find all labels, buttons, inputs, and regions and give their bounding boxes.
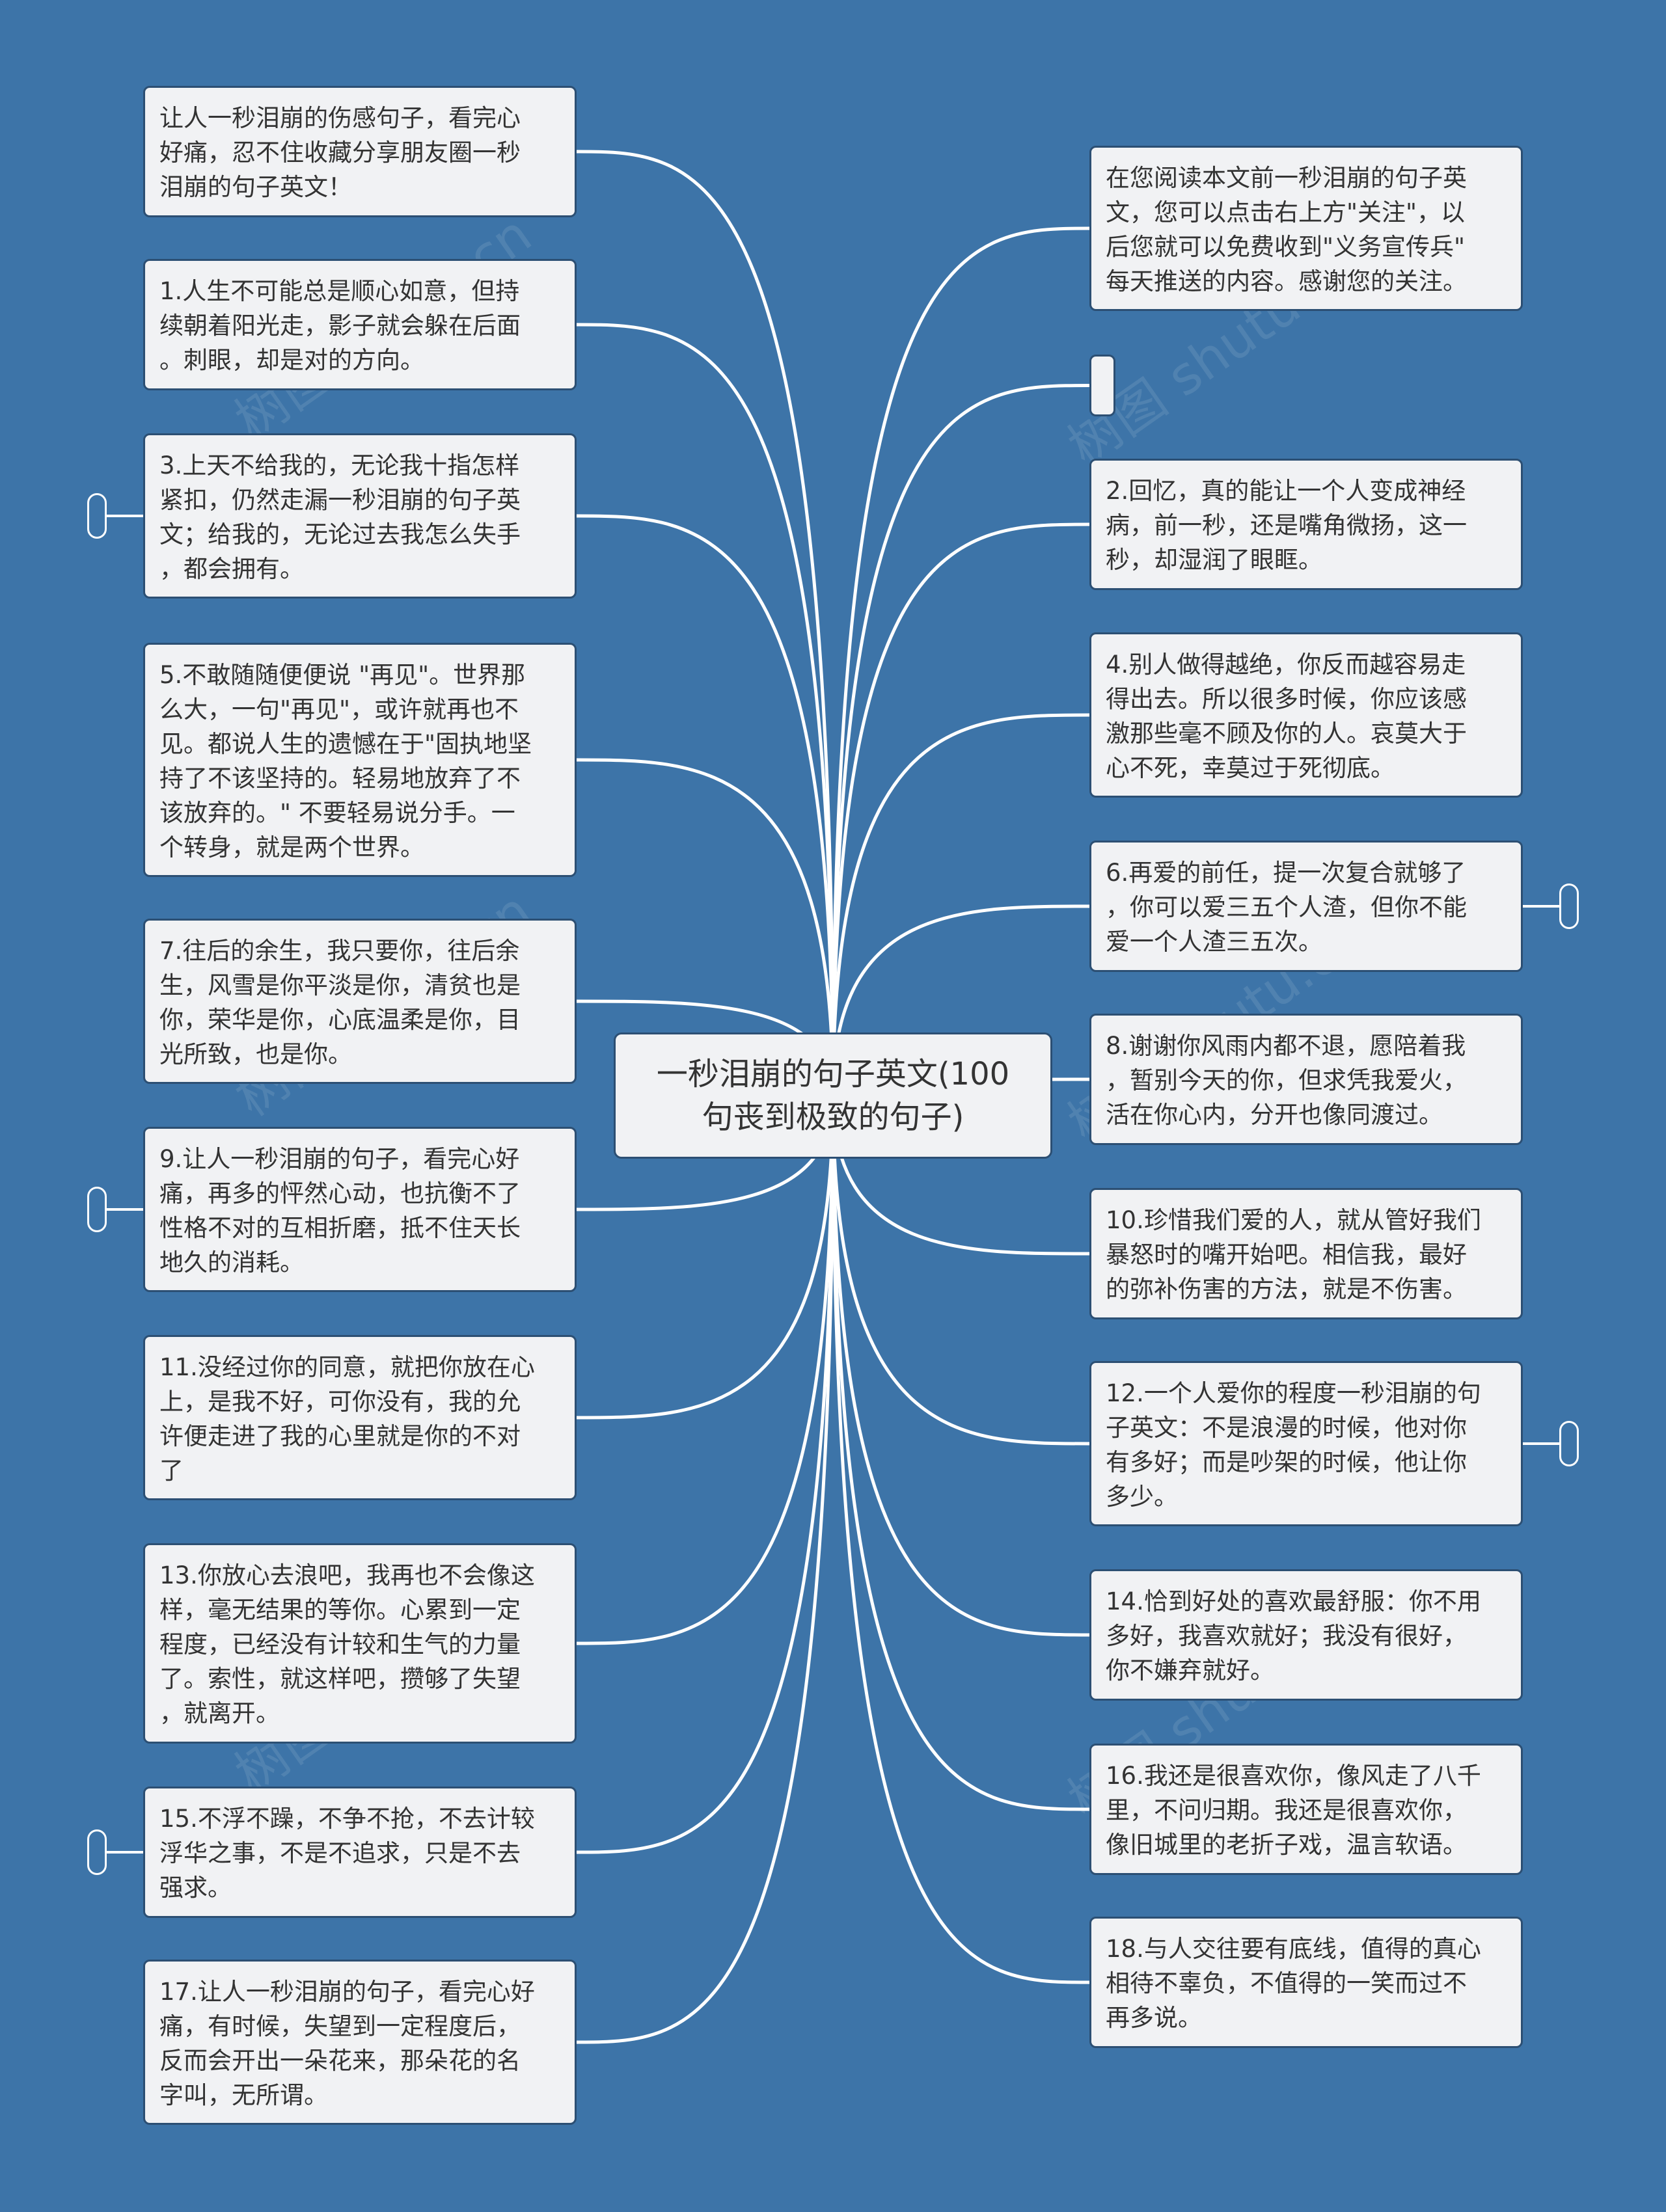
- left-node-8[interactable]: 15.不浮不躁，不争不抢，不去计较 浮华之事，不是不追求，只是不去 强求。: [143, 1787, 577, 1918]
- collapse-toggle[interactable]: [1559, 883, 1579, 929]
- connector-left: [576, 323, 835, 1096]
- right-node-empty[interactable]: [1089, 355, 1115, 416]
- connector-left: [576, 1095, 835, 1645]
- connector-right: [831, 1095, 1090, 1446]
- left-node-1[interactable]: 1.人生不可能总是顺心如意，但持 续朝着阳光走，影子就会躲在后面 。刺眼，却是对…: [143, 259, 577, 390]
- collapse-toggle[interactable]: [1559, 1421, 1579, 1466]
- connector-left: [576, 1095, 835, 1854]
- left-node-4[interactable]: 7.往后的余生，我只要你，往后余 生，风雪是你平淡是你，清贫也是 你，荣华是你，…: [143, 919, 577, 1084]
- collapse-toggle[interactable]: [87, 1187, 107, 1232]
- left-node-9[interactable]: 17.让人一秒泪崩的句子，看完心好 痛，有时候，失望到一定程度后， 反而会开出一…: [143, 1960, 577, 2125]
- right-node-5[interactable]: 8.谢谢你风雨内都不退，愿陪着我 ，暂别今天的你，但求凭我爱火， 活在你心内，分…: [1089, 1014, 1523, 1145]
- right-node-6[interactable]: 10.珍惜我们爱的人，就从管好我们 暴怒时的嘴开始吧。相信我，最好 的弥补伤害的…: [1089, 1188, 1523, 1319]
- connector-right: [831, 522, 1090, 1096]
- right-node-10[interactable]: 18.与人交往要有底线，值得的真心 相待不辜负，不值得的一笑而过不 再多说。: [1089, 1917, 1523, 2048]
- left-node-6[interactable]: 11.没经过你的同意，就把你放在心 上，是我不好，可你没有，我的允 许便走进了我…: [143, 1335, 577, 1500]
- left-node-5[interactable]: 9.让人一秒泪崩的句子，看完心好 痛，再多的怦然心动，也抗衡不了 性格不对的互相…: [143, 1127, 577, 1292]
- right-node-9[interactable]: 16.我还是很喜欢你，像风走了八千 里，不问归期。我还是很喜欢你， 像旧城里的老…: [1089, 1744, 1523, 1875]
- connector-right: [831, 1095, 1090, 1637]
- collapse-toggle[interactable]: [87, 493, 107, 539]
- connector-right: [831, 1095, 1090, 1984]
- connector-left: [576, 150, 835, 1096]
- right-node-7[interactable]: 12.一个人爱你的程度一秒泪崩的句 子英文：不是浪漫的时候，他对你 有多好；而是…: [1089, 1361, 1523, 1526]
- left-node-7[interactable]: 13.你放心去浪吧，我再也不会像这 样，毫无结果的等你。心累到一定 程度，已经没…: [143, 1543, 577, 1744]
- connector-right: [831, 384, 1090, 1096]
- right-node-8[interactable]: 14.恰到好处的喜欢最舒服：你不用 多好，我喜欢就好；我没有很好， 你不嫌弃就好…: [1089, 1569, 1523, 1701]
- collapse-toggle[interactable]: [87, 1829, 107, 1875]
- root-topic[interactable]: 一秒泪崩的句子英文(100 句丧到极致的句子): [614, 1032, 1052, 1159]
- connector-left: [576, 758, 835, 1096]
- right-node-2[interactable]: 2.回忆，真的能让一个人变成神经 病，前一秒，还是嘴角微扬，这一 秒，却湿润了眼…: [1089, 459, 1523, 590]
- connector-right: [831, 713, 1090, 1096]
- right-node-0[interactable]: 在您阅读本文前一秒泪崩的句子英 文，您可以点击右上方"关注"，以 后您就可以免费…: [1089, 146, 1523, 311]
- connector-left: [576, 1095, 835, 1420]
- left-node-2[interactable]: 3.上天不给我的，无论我十指怎样 紧扣，仍然走漏一秒泪崩的句子英 文；给我的，无…: [143, 433, 577, 599]
- left-node-3[interactable]: 5.不敢随随便便说 "再见"。世界那 么大，一句"再见"，或许就再也不 见。都说…: [143, 643, 577, 877]
- connector-right: [831, 226, 1090, 1096]
- left-node-0[interactable]: 让人一秒泪崩的伤感句子，看完心 好痛，忍不住收藏分享朋友圈一秒 泪崩的句子英文！: [143, 86, 577, 217]
- connector-left: [576, 514, 835, 1096]
- right-node-4[interactable]: 6.再爱的前任，提一次复合就够了 ，你可以爱三五个人渣，但你不能 爱一个人渣三五…: [1089, 841, 1523, 972]
- connector-left: [576, 1095, 835, 2044]
- right-node-3[interactable]: 4.别人做得越绝，你反而越容易走 得出去。所以很多时候，你应该感 激那些毫不顾及…: [1089, 632, 1523, 798]
- connector-right: [831, 904, 1090, 1096]
- connector-right: [831, 1095, 1090, 1811]
